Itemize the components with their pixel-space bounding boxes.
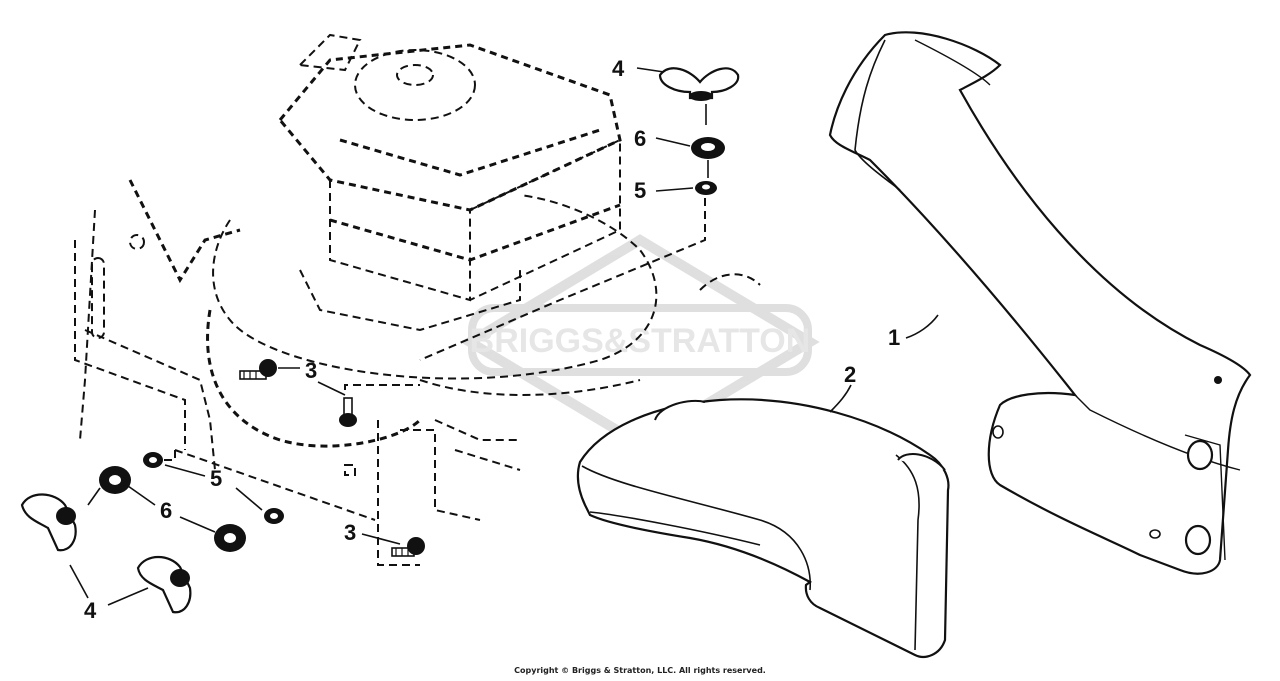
leader-chute xyxy=(905,314,939,339)
washer-small-bottom-left xyxy=(143,452,163,468)
callout-washer-small-bottom: 5 xyxy=(210,466,222,491)
wing-nut-bottom-left xyxy=(20,493,77,552)
callout-washer-large-bottom: 6 xyxy=(160,498,172,523)
copyright-notice: Copyright © Briggs & Stratton, LLC. All … xyxy=(514,666,766,675)
washer-small-top xyxy=(695,181,717,195)
bolt-upper-vertical xyxy=(339,397,357,427)
leader-washer-small-bottom-b xyxy=(235,487,263,511)
bolt-lower xyxy=(391,537,425,557)
washer-large-top xyxy=(691,137,725,159)
leader-axis-left xyxy=(87,487,101,506)
callout-bolt-lower: 3 xyxy=(344,520,356,545)
washer-large-bottom-right xyxy=(214,524,246,552)
callout-wing-nut-top: 4 xyxy=(612,56,625,81)
leader-wing-nut-bottom-a xyxy=(69,564,89,599)
washer-large-bottom-left xyxy=(99,466,131,494)
callout-washer-large-top: 6 xyxy=(634,126,646,151)
leader-deflector xyxy=(829,384,852,413)
watermark-text: BRIGGS&STRATTON xyxy=(470,322,811,360)
callout-bolt-upper: 3 xyxy=(305,358,317,383)
leader-bolt-upper-b xyxy=(317,381,346,396)
leader-wing-nut-bottom-b xyxy=(107,587,149,606)
callout-chute: 1 xyxy=(888,325,900,350)
deflector-shield xyxy=(576,398,950,658)
discharge-chute xyxy=(828,31,1252,575)
leader-bolt-lower xyxy=(361,533,401,545)
leader-washer-large-bottom-a xyxy=(127,485,156,506)
callout-deflector: 2 xyxy=(844,362,856,387)
washer-small-bottom-right xyxy=(264,508,284,524)
wing-nut-top xyxy=(658,67,740,101)
callout-wing-nut-bottom: 4 xyxy=(84,598,97,623)
leader-wing-nut-top xyxy=(636,67,665,73)
bolt-upper xyxy=(239,359,277,380)
engine-outline xyxy=(206,33,761,448)
leader-washer-large-bottom-b xyxy=(179,516,216,533)
wing-nut-bottom-right xyxy=(136,555,192,614)
leader-washer-small-top xyxy=(655,187,694,192)
leader-washer-large-top xyxy=(655,137,691,147)
leader-washer-small-bottom-a xyxy=(164,464,206,477)
watermark-logo: BRIGGS&STRATTON xyxy=(460,234,820,450)
callout-washer-small-top: 5 xyxy=(634,178,646,203)
